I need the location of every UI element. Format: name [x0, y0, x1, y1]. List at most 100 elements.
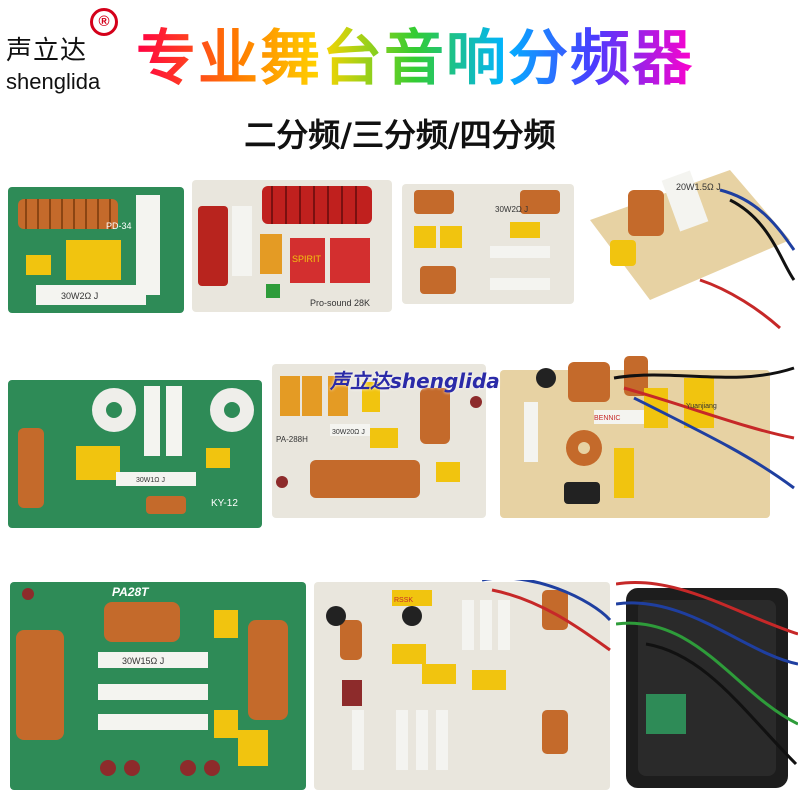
resistor-label: 30W2Ω J: [61, 291, 98, 301]
silk-label: PA28T: [112, 585, 150, 599]
capacitor: [414, 226, 436, 248]
heatsink-resistor: [302, 376, 322, 416]
inductor-coil: [414, 190, 454, 214]
capacitor: [436, 462, 460, 482]
wire: [616, 621, 798, 726]
heatsink-resistor: [328, 376, 348, 416]
silk-label: KY-12: [211, 498, 238, 509]
product-image-4: 20W1.5Ω J: [590, 170, 796, 330]
capacitor-brand: RSSK: [394, 597, 413, 604]
brand-name-en: shenglida: [6, 69, 101, 94]
inductor-coil: [310, 460, 420, 498]
heatsink-resistor: [260, 234, 282, 274]
inductor-coil: [542, 590, 568, 630]
resistor-label: 30W1Ω J: [136, 477, 165, 484]
resistor: [36, 285, 146, 305]
product-image-7: BENNIC Yuanjiang: [500, 356, 795, 518]
wire: [613, 366, 795, 380]
inductor-coil: [564, 482, 600, 504]
capacitor: [472, 670, 506, 690]
product-image-6: PA-288H 30W20Ω J: [272, 364, 486, 518]
resistor: [144, 386, 160, 456]
resistor: [330, 424, 370, 436]
capacitor: [610, 240, 636, 266]
product-image-9: RSSK: [314, 580, 612, 790]
inductor-coil: [340, 620, 362, 660]
wire: [623, 386, 795, 440]
inductor-coil: [248, 620, 288, 720]
resistor: [436, 710, 448, 770]
inductor-coil: [542, 710, 568, 754]
resistor: [416, 710, 428, 770]
inductor-coil: [420, 266, 456, 294]
resistor: [98, 714, 208, 730]
registered-mark-icon: ®: [90, 8, 118, 36]
resistor-label: 30W2Ω J: [495, 205, 528, 214]
terminal-block: [266, 284, 280, 298]
pcb-board: [8, 380, 262, 528]
capacitor: [66, 240, 121, 280]
capacitor: [422, 664, 456, 684]
page-title: 专业舞台音响分频器: [136, 10, 694, 97]
resistor: [98, 652, 208, 668]
capacitor-brand: Yuanjiang: [686, 403, 717, 410]
watermark: 声立达shenglida: [330, 369, 500, 393]
wire: [719, 188, 796, 251]
resistor: [166, 386, 182, 456]
capacitor: [26, 255, 51, 275]
ptc-component: [402, 606, 422, 626]
resistor-label: 20W1.5Ω J: [676, 182, 721, 192]
product-image-10: [616, 581, 798, 788]
capacitor: [370, 428, 398, 448]
pcb-board: [646, 694, 686, 734]
product-image-8: PA28T 30W15Ω J: [10, 582, 306, 790]
silk-label: Pro-sound 28K: [310, 298, 370, 308]
capacitor: [392, 644, 426, 664]
wire: [616, 581, 798, 636]
terminal: [180, 760, 196, 776]
resistor-brand: BENNIC: [594, 415, 620, 422]
capacitor-brand: SPIRIT: [292, 254, 322, 264]
electrolytic-capacitor: [536, 368, 556, 388]
wire: [729, 198, 796, 281]
resistor: [490, 246, 550, 258]
resistor-label: 30W20Ω J: [332, 429, 365, 436]
capacitor: [76, 446, 120, 480]
terminal: [204, 760, 220, 776]
silk-label: PD-34: [106, 221, 132, 231]
silk-label: PA-288H: [276, 435, 308, 444]
brand-block: 声立达 shenglida: [6, 30, 126, 95]
resistor: [98, 684, 208, 700]
resistor: [524, 402, 538, 462]
resistor: [490, 278, 550, 290]
capacitor: [206, 448, 230, 468]
capacitor: [238, 730, 268, 766]
resistor: [352, 710, 364, 770]
capacitor: [614, 448, 634, 498]
capacitor: [330, 238, 370, 283]
terminal: [100, 760, 116, 776]
inductor-coil: [262, 186, 372, 224]
inductor-coil: [568, 362, 610, 402]
capacitor: [214, 710, 238, 738]
capacitor: [214, 610, 238, 638]
terminal: [22, 588, 34, 600]
resistor: [232, 206, 252, 276]
product-image-1: PD-34 30W2Ω J: [8, 187, 184, 313]
inductor-coil: [520, 190, 560, 214]
terminal: [276, 476, 288, 488]
brand-name-cn: 声立达: [6, 36, 88, 66]
wire: [645, 642, 798, 766]
capacitor: [290, 238, 325, 283]
resistor: [116, 472, 196, 486]
resistor-label: 30W15Ω J: [122, 656, 164, 666]
pcb-board: [314, 582, 610, 790]
terminal: [470, 396, 482, 408]
inductor-coil: [16, 630, 64, 740]
capacitor: [392, 590, 432, 606]
page-subtitle: 二分频/三分频/四分频: [244, 116, 556, 154]
resistor: [136, 195, 160, 295]
inductor-coil: [104, 602, 180, 642]
inductor-coil: [146, 496, 186, 514]
capacitor: [510, 222, 540, 238]
